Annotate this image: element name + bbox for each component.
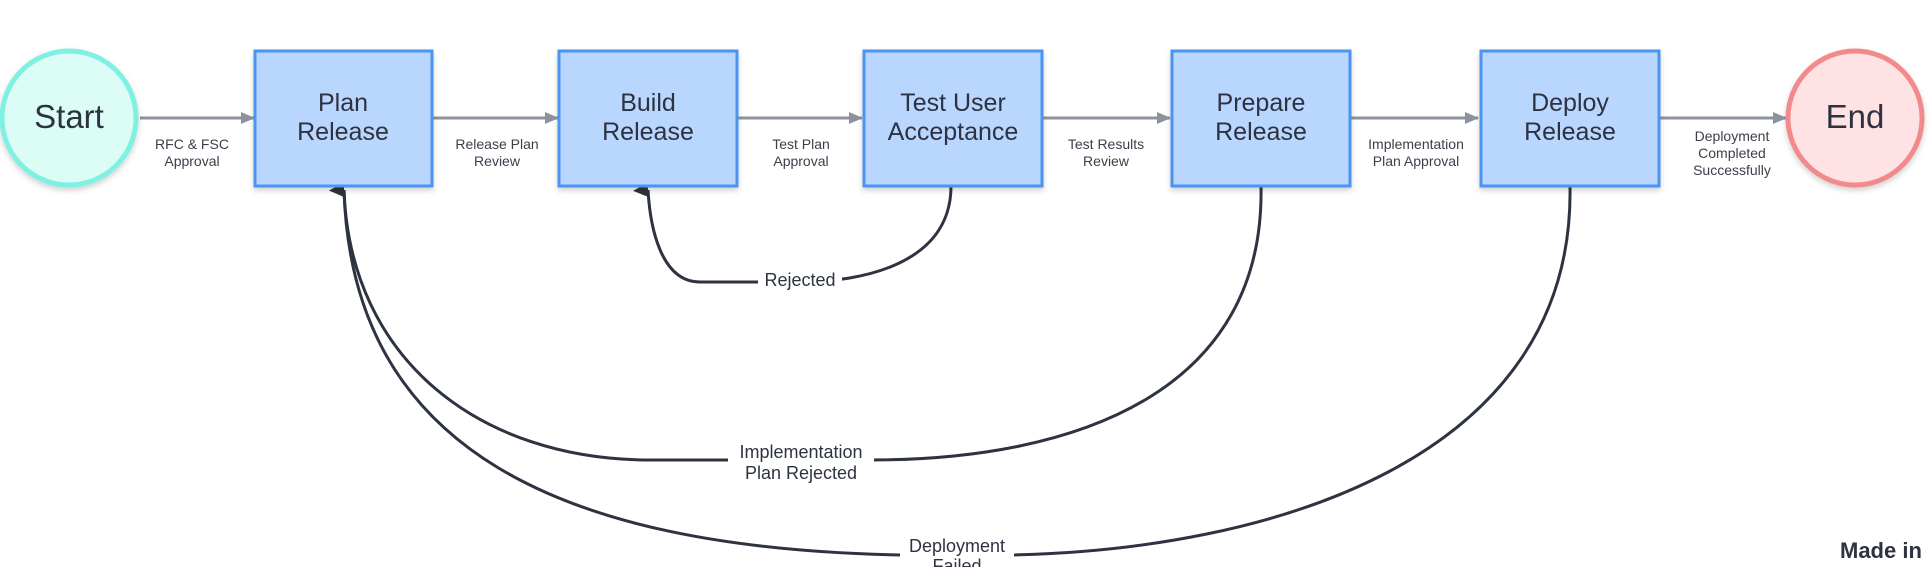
transition-label: RFC & FSC xyxy=(155,136,229,152)
transition-label: Test Plan xyxy=(772,136,830,152)
loop-label: Plan Rejected xyxy=(745,463,857,483)
end-circle[interactable] xyxy=(1785,48,1925,188)
step-label-line2: Release xyxy=(602,118,694,146)
transition-label: Plan Approval xyxy=(1373,153,1459,169)
loop-label-background xyxy=(728,441,874,485)
transition-label: Deployment xyxy=(1695,128,1770,144)
step-prepare-release[interactable]: Prepare Release xyxy=(1170,49,1352,188)
step-label-line2: Release xyxy=(297,118,389,146)
transition-label: Implementation xyxy=(1368,136,1464,152)
made-in-watermark: Made in xyxy=(1840,538,1922,563)
loop-deployment-failed[interactable] xyxy=(329,183,1572,557)
step-label-line1: Plan xyxy=(318,89,368,117)
step-build-release[interactable]: Build Release xyxy=(557,49,739,188)
step-deploy-release[interactable]: Deploy Release xyxy=(1479,49,1661,188)
step-label-line1: Deploy xyxy=(1531,89,1609,117)
end-node[interactable]: End xyxy=(1785,48,1925,188)
loop-labels: Rejected Implementation Plan Rejected De… xyxy=(728,268,1014,567)
loop-rejected[interactable] xyxy=(633,183,953,284)
step-box[interactable] xyxy=(1170,49,1352,188)
loop-implementation-plan-rejected[interactable] xyxy=(329,183,1263,462)
transition-label: Test Results xyxy=(1068,136,1144,152)
loop-label: Implementation xyxy=(739,442,862,462)
step-label-line2: Release xyxy=(1215,118,1307,146)
step-label-line2: Acceptance xyxy=(888,118,1019,146)
transition-label: Approval xyxy=(773,153,828,169)
loop-label: Deployment xyxy=(909,536,1005,556)
loop-label: Failed xyxy=(932,556,981,567)
transition-label: Review xyxy=(474,153,521,169)
step-label-line1: Test User xyxy=(900,89,1006,117)
step-box[interactable] xyxy=(253,49,434,188)
step-box[interactable] xyxy=(1479,49,1661,188)
transition-label: Successfully xyxy=(1693,162,1771,178)
start-circle[interactable] xyxy=(0,48,139,188)
step-label-line1: Build xyxy=(620,89,676,117)
step-plan-release[interactable]: Plan Release xyxy=(253,49,434,188)
transition-label: Approval xyxy=(164,153,219,169)
step-box[interactable] xyxy=(862,49,1044,188)
step-box[interactable] xyxy=(557,49,739,188)
loop-label-background xyxy=(900,534,1014,567)
start-label: Start xyxy=(34,98,104,135)
transition-label: Review xyxy=(1083,153,1130,169)
transition-labels: RFC & FSC Approval Release Plan Review T… xyxy=(155,128,1771,178)
step-label-line2: Release xyxy=(1524,118,1616,146)
transition-label: Release Plan xyxy=(455,136,538,152)
feedback-loops xyxy=(329,183,1572,557)
step-label-line1: Prepare xyxy=(1217,89,1306,117)
start-node[interactable]: Start xyxy=(0,48,139,188)
step-test-user-acceptance[interactable]: Test User Acceptance xyxy=(862,49,1044,188)
loop-label: Rejected xyxy=(764,270,835,290)
end-label: End xyxy=(1826,98,1885,135)
loop-label-background xyxy=(758,268,842,292)
transition-label: Completed xyxy=(1698,145,1766,161)
